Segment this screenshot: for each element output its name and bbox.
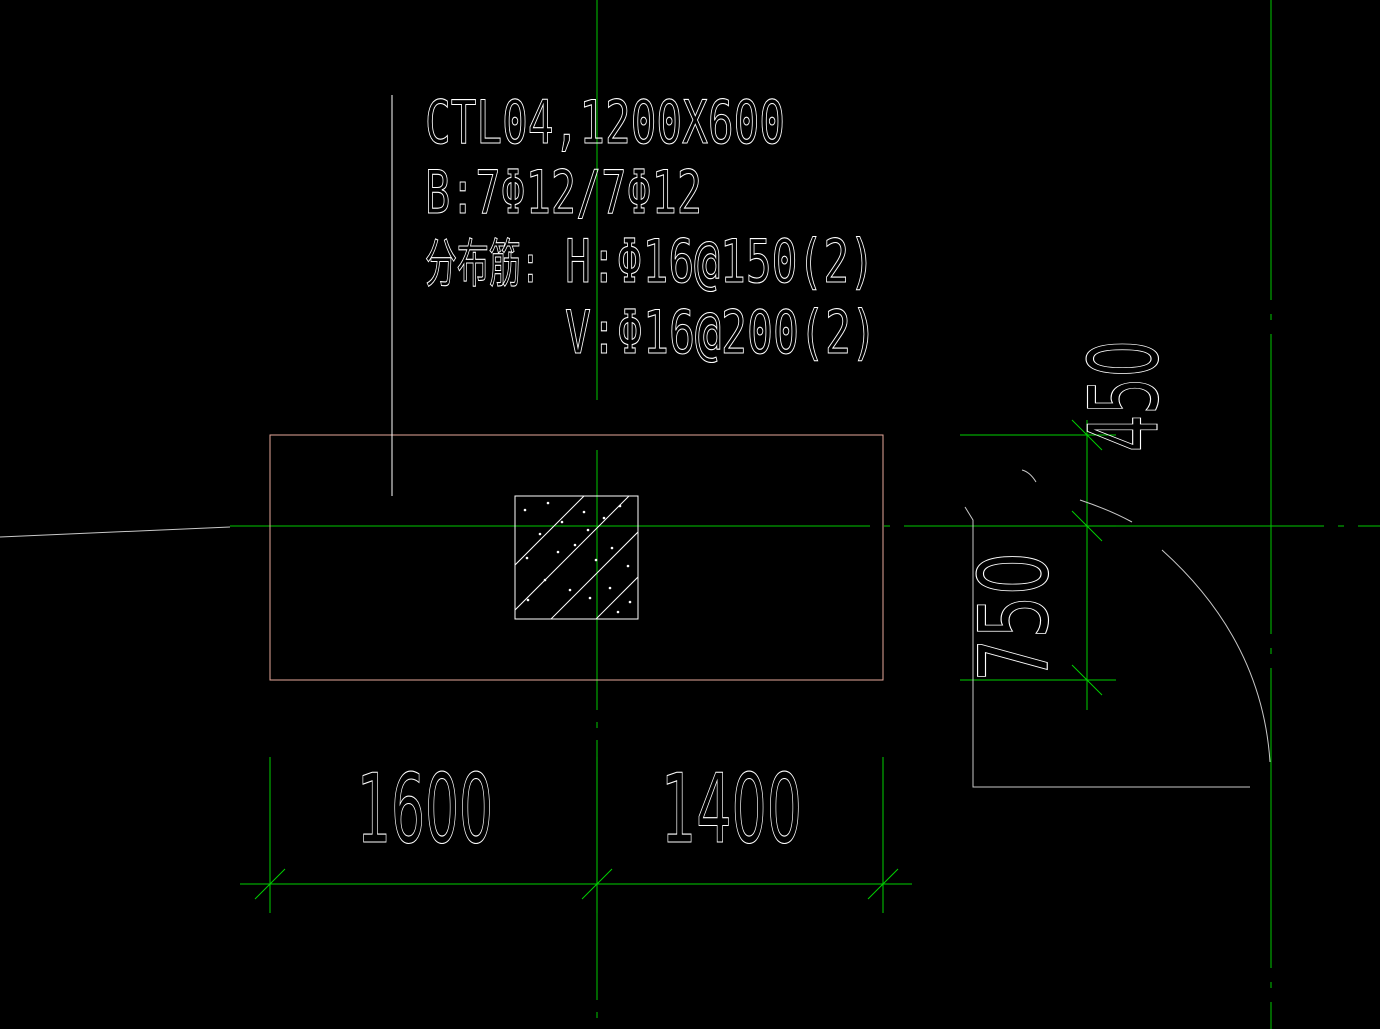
dim-text-1400: 1400 xyxy=(661,755,802,865)
annotation-line-3-value: H:Φ16@150(2) xyxy=(565,227,875,297)
grey-bracket xyxy=(964,506,1250,788)
dim-tick-bottom xyxy=(1071,664,1103,696)
grey-arc-large xyxy=(1161,549,1271,763)
foundation-outline[interactable] xyxy=(269,434,884,681)
column-concrete-dots xyxy=(523,501,632,614)
grey-construction-lines xyxy=(964,469,1271,788)
bottom-dimension-chain[interactable] xyxy=(240,757,912,913)
dim-tick-right xyxy=(867,868,899,900)
dim-tick-left xyxy=(254,868,286,900)
annotation-line-3-label: 分布筋: xyxy=(425,235,540,295)
column-outline xyxy=(514,495,639,620)
dim-tick-middle xyxy=(1071,510,1103,542)
annotation-block[interactable]: CTL04,1200X600 B:7Φ12/7Φ12 分布筋: H:Φ16@15… xyxy=(424,87,877,368)
annotation-line-4-value: V:Φ16@200(2) xyxy=(565,298,877,368)
column-hatch xyxy=(515,496,638,619)
dim-text-450: 450 xyxy=(1070,340,1180,452)
horizontal-axis-left-grey xyxy=(0,526,231,538)
dim-tick-top xyxy=(1071,419,1103,451)
column[interactable] xyxy=(460,495,720,620)
dim-tick-mid xyxy=(581,868,613,900)
grey-arc-small xyxy=(1079,499,1133,523)
right-dimension-chain[interactable] xyxy=(960,419,1116,710)
grey-arc-top xyxy=(1021,469,1037,483)
annotation-line-1: CTL04,1200X600 xyxy=(425,88,785,158)
annotation-line-2: B:7Φ12/7Φ12 xyxy=(425,158,702,228)
dim-text-750: 750 xyxy=(960,552,1070,682)
dim-text-1600: 1600 xyxy=(357,755,493,865)
